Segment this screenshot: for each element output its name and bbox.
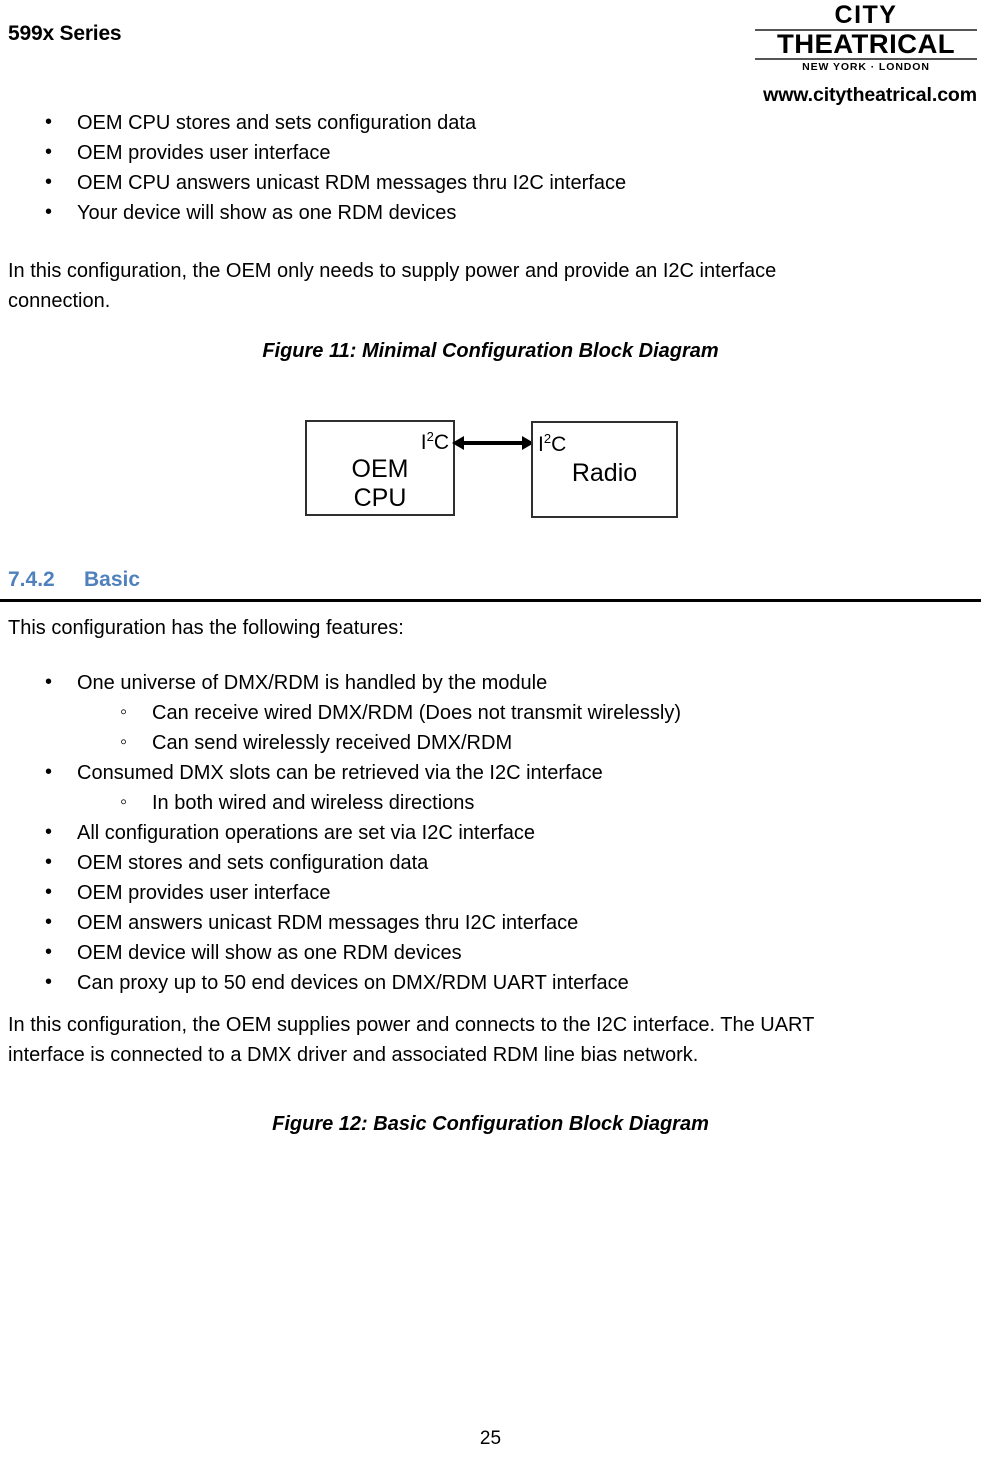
- diagram-block-oem-cpu-label: OEM CPU: [307, 455, 453, 513]
- paragraph-line: interface is connected to a DMX driver a…: [8, 1044, 699, 1066]
- list-item: OEM answers unicast RDM messages thru I2…: [45, 907, 681, 938]
- basic-config-intro: This configuration has the following fea…: [8, 617, 404, 639]
- minimal-config-bullet-list: OEM CPU stores and sets configuration da…: [0, 107, 626, 228]
- paragraph-line: In this configuration, the OEM supplies …: [8, 1014, 815, 1036]
- logo-tagline: NEW YORK · LONDON: [802, 61, 930, 74]
- logo-rule-top: [755, 28, 977, 31]
- list-item: OEM provides user interface: [45, 877, 681, 908]
- list-item: Can proxy up to 50 end devices on DMX/RD…: [45, 967, 681, 998]
- figure-11-block-diagram: I2C OEM CPU I2C Radio: [0, 400, 981, 540]
- diagram-block-oem-cpu: I2C OEM CPU: [305, 420, 455, 516]
- minimal-config-paragraph: In this configuration, the OEM only need…: [8, 256, 938, 316]
- figure-12-caption: Figure 12: Basic Configuration Block Dia…: [272, 1113, 709, 1135]
- logo-rule-bottom: [755, 58, 977, 61]
- list-item: One universe of DMX/RDM is handled by th…: [45, 667, 681, 698]
- website-url: www.citytheatrical.com: [763, 84, 977, 106]
- list-item: OEM device will show as one RDM devices: [45, 937, 681, 968]
- list-item: OEM stores and sets configuration data: [45, 847, 681, 878]
- city-theatrical-logo: CITY THEATRICAL NEW YORK · LONDON: [755, 1, 977, 74]
- diagram-port-label-i2c-left: I2C: [420, 429, 449, 454]
- section-heading-number: 7.4.2: [8, 568, 55, 591]
- paragraph-line: connection.: [8, 290, 111, 312]
- section-heading-title: Basic: [84, 568, 141, 591]
- diagram-block-radio: I2C Radio: [531, 421, 678, 518]
- list-item: OEM provides user interface: [45, 137, 626, 168]
- basic-config-paragraph: In this configuration, the OEM supplies …: [8, 1010, 968, 1070]
- list-item: In both wired and wireless directions: [120, 787, 681, 818]
- list-item: OEM CPU answers unicast RDM messages thr…: [45, 167, 626, 198]
- list-item: OEM CPU stores and sets configuration da…: [45, 107, 626, 138]
- figure-11-caption: Figure 11: Minimal Configuration Block D…: [262, 340, 719, 362]
- page-header: 599x Series CITY THEATRICAL NEW YORK · L…: [0, 0, 981, 108]
- list-item: Your device will show as one RDM devices: [45, 197, 626, 228]
- logo-word-city: CITY: [834, 1, 898, 29]
- paragraph-line: In this configuration, the OEM only need…: [8, 260, 777, 282]
- logo-word-theatrical: THEATRICAL: [777, 28, 955, 59]
- block-label-line1: OEM: [351, 455, 409, 483]
- document-title: 599x Series: [8, 22, 122, 45]
- list-item: Can send wirelessly received DMX/RDM: [120, 727, 681, 758]
- page-number: 25: [479, 1428, 502, 1449]
- diagram-bidirectional-arrow-icon: [452, 436, 534, 450]
- list-item: Can receive wired DMX/RDM (Does not tran…: [120, 697, 681, 728]
- section-heading-742: 7.4.2 Basic: [8, 568, 140, 592]
- list-item: All configuration operations are set via…: [45, 817, 681, 848]
- list-item: Consumed DMX slots can be retrieved via …: [45, 757, 681, 788]
- diagram-block-radio-label: Radio: [571, 459, 638, 487]
- basic-config-bullet-list: One universe of DMX/RDM is handled by th…: [0, 667, 681, 998]
- section-heading-rule: [0, 599, 981, 602]
- diagram-port-label-i2c-right: I2C: [538, 431, 567, 456]
- block-label-line2: CPU: [353, 484, 407, 512]
